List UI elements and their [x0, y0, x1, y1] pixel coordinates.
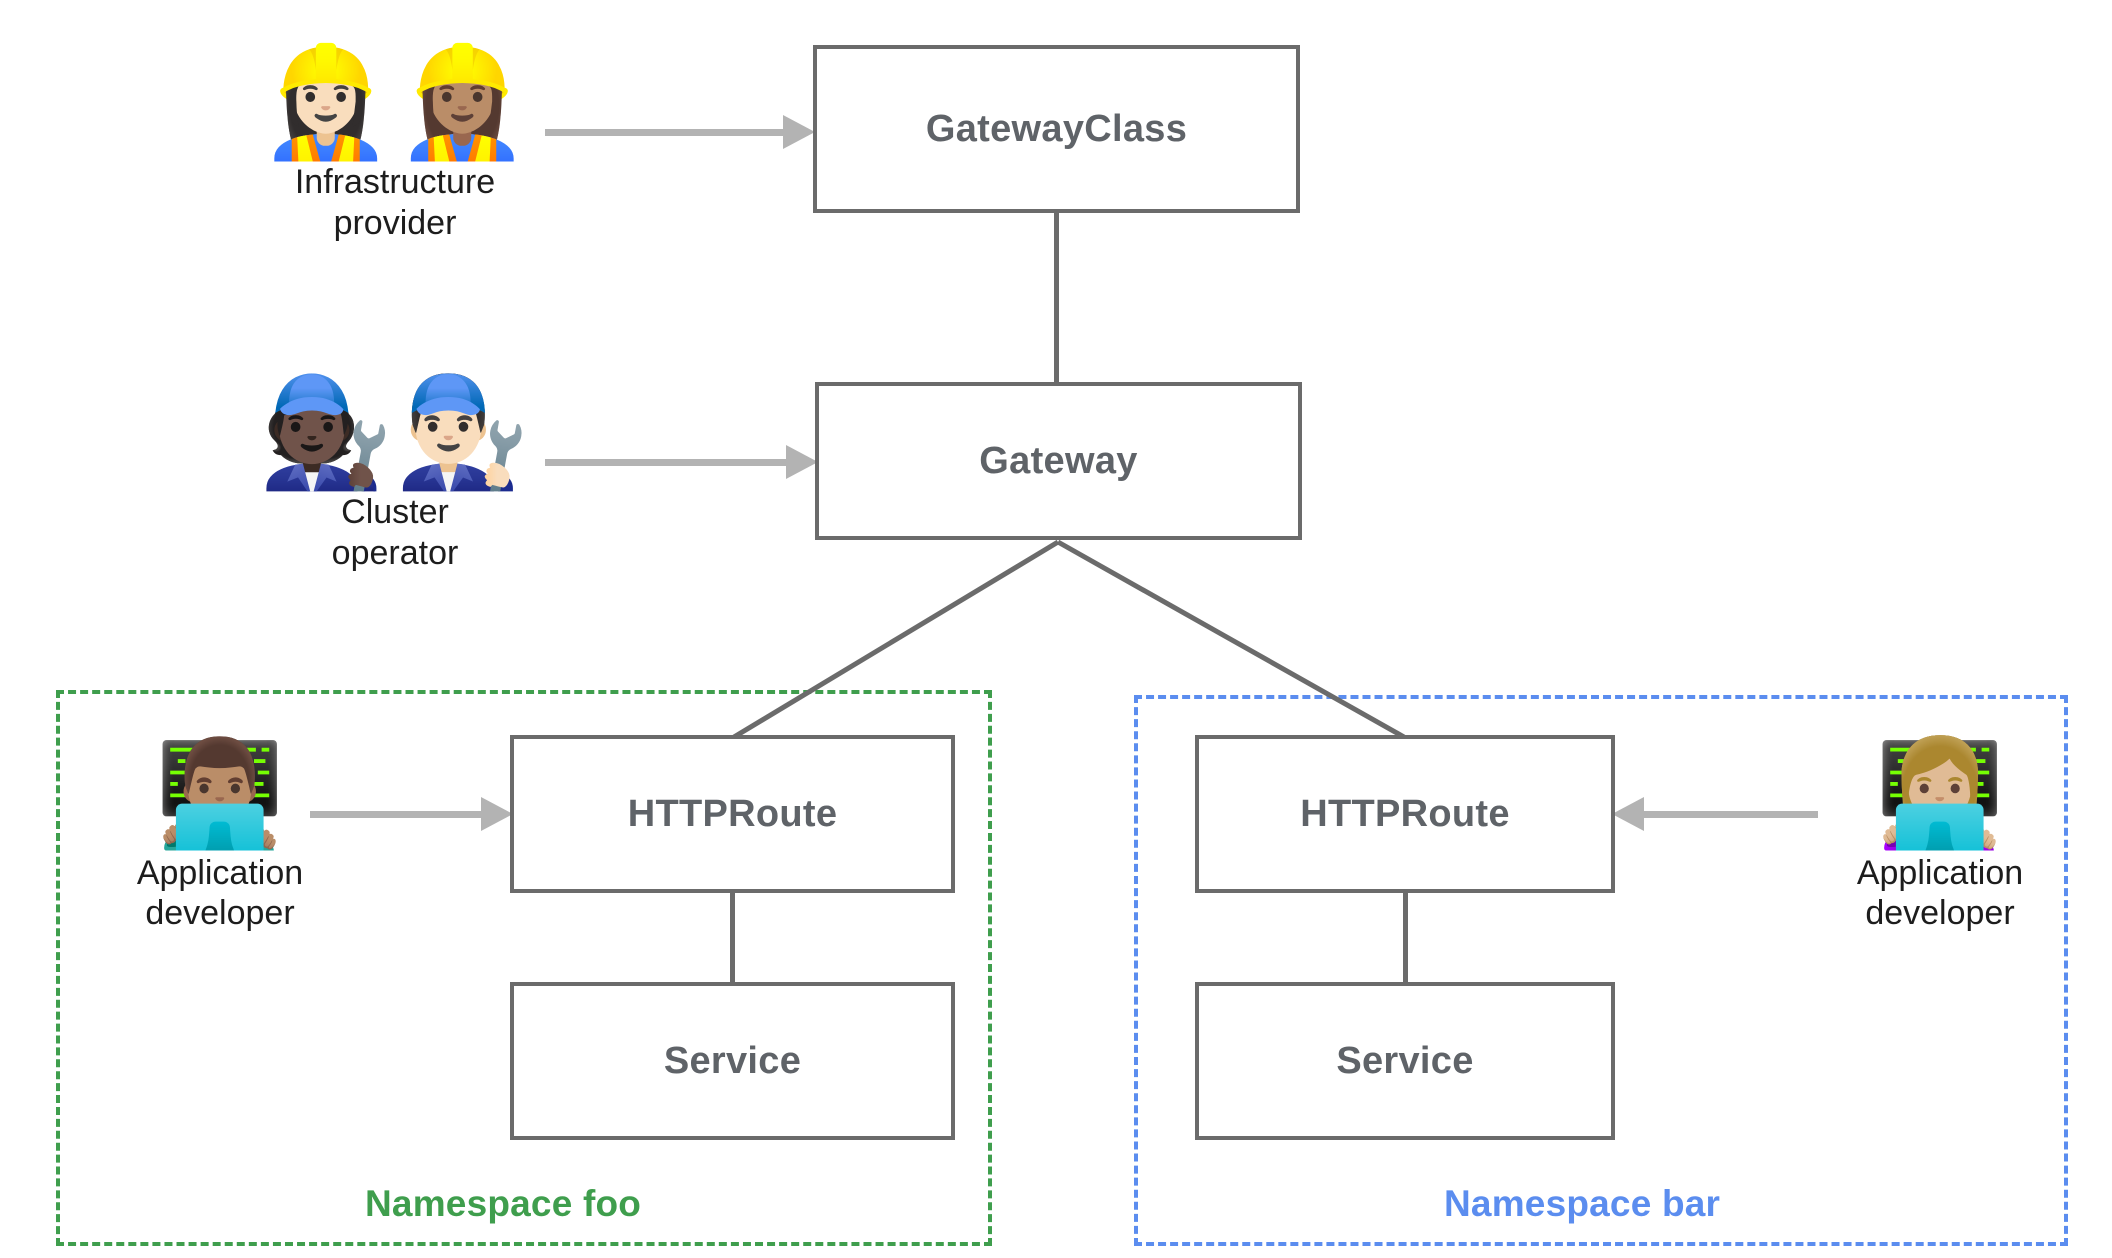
gatewayclass-box[interactable]: GatewayClass: [813, 45, 1300, 213]
persona-infrastructure-provider: 👷🏻‍♀️👷🏽‍♀️ Infrastructure provider: [255, 45, 535, 243]
arrow-shaft: [545, 129, 785, 136]
service-foo-label: Service: [663, 1039, 802, 1082]
persona-application-developer-foo: 👨🏽‍💻 Application developer: [100, 736, 340, 933]
woman-technologist-emoji: 👩🏼‍💻: [1875, 736, 2005, 852]
persona-label-line2: provider: [333, 203, 457, 242]
gateway-box[interactable]: Gateway: [815, 382, 1302, 540]
service-foo-box[interactable]: Service: [510, 982, 955, 1140]
arrow-shaft: [545, 459, 788, 466]
persona-application-developer-bar-label: Application developer: [1820, 853, 2060, 933]
persona-label-line1: Cluster: [341, 493, 449, 532]
httproute-bar-label: HTTPRoute: [1300, 792, 1510, 835]
persona-label-line1: Infrastructure: [294, 163, 496, 202]
arrow-head-right-icon: [786, 445, 818, 479]
namespace-bar-label: Namespace bar: [1444, 1183, 1721, 1224]
persona-cluster-operator-label: Cluster operator: [255, 492, 535, 572]
persona-application-developer-foo-label: Application developer: [100, 853, 340, 933]
arrow-application-developer-to-httproute-bar: [1612, 797, 1818, 832]
namespace-foo-container: [56, 690, 992, 1246]
mechanic-pair-emoji: 🧑🏿‍🔧👨🏻‍🔧: [258, 371, 532, 492]
arrow-head-left-icon: [1612, 797, 1644, 831]
httproute-bar-box[interactable]: HTTPRoute: [1195, 735, 1615, 893]
persona-application-developer-bar: 👩🏼‍💻 Application developer: [1820, 736, 2060, 933]
connector-gatewayclass-to-gateway: [1054, 210, 1059, 386]
construction-worker-pair-emoji: 👷🏻‍♀️👷🏽‍♀️: [258, 41, 532, 162]
connector-httproute-to-service-foo: [730, 890, 735, 986]
gateway-label: Gateway: [979, 439, 1138, 482]
httproute-foo-box[interactable]: HTTPRoute: [510, 735, 955, 893]
namespace-bar-container: [1134, 695, 2068, 1246]
persona-label-line2: operator: [331, 533, 459, 572]
arrow-head-right-icon: [481, 797, 513, 831]
service-bar-label: Service: [1336, 1039, 1474, 1082]
connector-httproute-to-service-bar: [1403, 890, 1408, 986]
arrow-cluster-operator-to-gateway: [545, 445, 820, 480]
persona-cluster-operator: 🧑🏿‍🔧👨🏻‍🔧 Cluster operator: [255, 375, 535, 573]
gatewayclass-label: GatewayClass: [925, 107, 1188, 150]
persona-label-line2: developer: [145, 894, 295, 933]
man-technologist-emoji: 👨🏽‍💻: [155, 736, 285, 852]
persona-infrastructure-provider-label: Infrastructure provider: [255, 162, 535, 242]
persona-label-line1: Application: [136, 854, 304, 893]
arrow-head-right-icon: [783, 115, 815, 149]
arrow-application-developer-to-httproute-foo: [310, 797, 515, 832]
persona-label-line2: developer: [1865, 894, 2015, 933]
service-bar-box[interactable]: Service: [1195, 982, 1615, 1140]
arrow-shaft: [310, 811, 483, 818]
persona-label-line1: Application: [1856, 854, 2024, 893]
httproute-foo-label: HTTPRoute: [627, 792, 838, 835]
arrow-infrastructure-provider-to-gatewayclass: [545, 115, 817, 150]
arrow-shaft: [1644, 811, 1818, 818]
namespace-foo-label: Namespace foo: [365, 1183, 642, 1224]
